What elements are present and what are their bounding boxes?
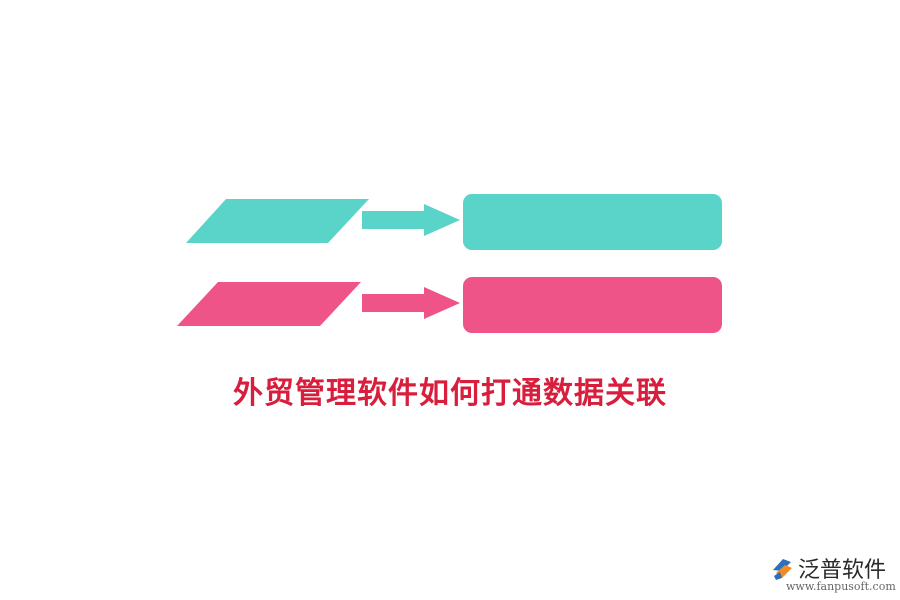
- brand-url: www.fanpusoft.com: [786, 580, 896, 593]
- output-box: [463, 277, 722, 333]
- flow-row-1: [186, 194, 722, 250]
- arrow-right-icon: [362, 204, 460, 236]
- brand-mark-icon: [773, 559, 792, 580]
- diagram-caption: 外贸管理软件如何打通数据关联: [233, 376, 667, 411]
- brand-logo[interactable]: 泛普软件 www.fanpusoft.com: [766, 552, 896, 596]
- output-box: [463, 194, 722, 250]
- input-parallelogram: [186, 199, 369, 243]
- brand-name: 泛普软件: [798, 558, 887, 583]
- arrow-right-icon: [362, 287, 460, 319]
- input-parallelogram: [177, 282, 361, 326]
- flow-row-2: [177, 277, 722, 333]
